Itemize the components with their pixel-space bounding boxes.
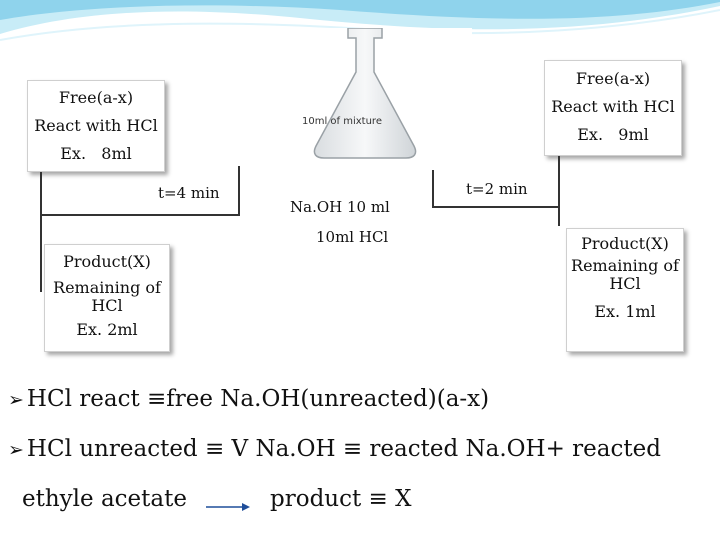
bullet-arrow-icon: ➢ (8, 389, 24, 411)
right-free-line3: Ex. 9ml (577, 125, 649, 144)
hcl-label: 10ml HCl (316, 228, 389, 246)
bullet-text-3-right: product ≡ X (270, 486, 412, 512)
erlenmeyer-flask-icon (313, 27, 417, 159)
left-product-line1: Product(X) (63, 252, 151, 271)
right-product-line1: Product(X) (581, 234, 669, 253)
flask-label: 10ml of mixture (302, 116, 382, 127)
left-free-line2: React with HCl (34, 116, 158, 135)
left-free-line3: Ex. 8ml (60, 144, 132, 163)
left-product-line4: Ex. 2ml (76, 320, 138, 339)
left-product-box: Product(X) Remaining of HCl Ex. 2ml (44, 244, 170, 352)
right-product-line3: HCl (609, 274, 641, 293)
reaction-arrow-icon (206, 503, 250, 511)
right-product-line4: Ex. 1ml (594, 302, 656, 321)
bullet-arrow-icon: ➢ (8, 439, 24, 461)
bullet-line-3: ethyle acetate (22, 486, 187, 512)
right-connector-horizontal (432, 206, 560, 208)
bullet-line-1: ➢HCl react ≡free Na.OH(unreacted)(a-x) (8, 386, 489, 412)
bullet-line-3-right: product ≡ X (270, 486, 412, 512)
left-connector-horizontal (40, 214, 240, 216)
left-time-label: t=4 min (158, 184, 220, 202)
right-connector-vertical (558, 156, 560, 226)
bullet-line-2: ➢HCl unreacted ≡ V Na.OH ≡ reacted Na.OH… (8, 436, 661, 462)
naoh-label: Na.OH 10 ml (290, 198, 390, 216)
left-free-line1: Free(a-x) (58, 88, 134, 107)
right-connector-riser (432, 170, 434, 208)
right-free-line2: React with HCl (551, 97, 675, 116)
flask-image: 10ml of mixture (258, 27, 472, 160)
bullet-text-1: HCl react ≡free Na.OH(unreacted)(a-x) (26, 386, 490, 412)
left-free-box: Free(a-x) React with HCl Ex. 8ml (27, 80, 165, 172)
bullet-text-2: HCl unreacted ≡ V Na.OH ≡ reacted Na.OH+… (26, 436, 661, 462)
left-product-line3: HCl (91, 296, 123, 315)
right-free-line1: Free(a-x) (575, 69, 651, 88)
right-time-label: t=2 min (466, 180, 528, 198)
left-product-line2: Remaining of (53, 278, 161, 297)
right-product-line2: Remaining of (571, 256, 679, 275)
right-product-box: Product(X) Remaining of HCl Ex. 1ml (566, 228, 684, 352)
left-connector-riser (238, 166, 240, 216)
bullet-text-3-left: ethyle acetate (22, 486, 187, 512)
left-connector-vertical (40, 172, 42, 292)
right-free-box: Free(a-x) React with HCl Ex. 9ml (544, 60, 682, 156)
